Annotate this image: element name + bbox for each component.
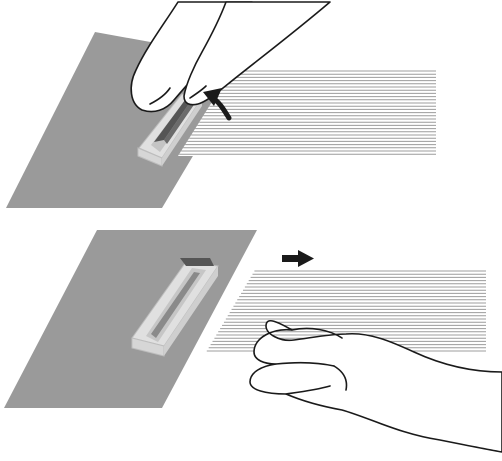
pcb-board-bottom: [4, 230, 257, 408]
right-arrow-icon: [282, 250, 314, 267]
step-2-pull-cable: [4, 230, 502, 452]
step-1-unlock: [6, 2, 436, 208]
